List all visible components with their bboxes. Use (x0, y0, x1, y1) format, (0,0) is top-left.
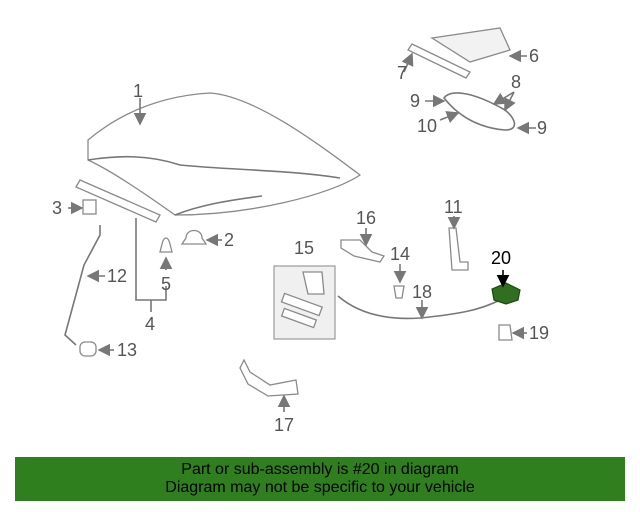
callout-5: 5 (161, 274, 171, 294)
retainer-part (393, 285, 405, 299)
support-rod-part (64, 225, 101, 346)
hood-part (87, 92, 362, 216)
lock-part (448, 227, 469, 271)
callout-14: 14 (390, 244, 410, 264)
seal-part (442, 92, 516, 131)
hinge-part (239, 358, 299, 397)
callout-19: 19 (529, 323, 549, 343)
louver-part (407, 27, 511, 79)
callout-2: 2 (224, 230, 234, 250)
highlighted-part-20 (491, 282, 521, 305)
hood-seal-part (75, 179, 161, 223)
callout-17: 17 (274, 415, 294, 435)
callout-10: 10 (417, 116, 437, 136)
callout-1: 1 (133, 81, 143, 101)
callout-13: 13 (117, 340, 137, 360)
stopper-part (498, 324, 513, 341)
clip-part (159, 237, 173, 253)
callout-12: 12 (107, 266, 127, 286)
callout-9b: 9 (537, 118, 547, 138)
callout-6: 6 (529, 46, 539, 66)
callout-20: 20 (491, 248, 511, 268)
bumper-part (180, 229, 208, 245)
callout-7: 7 (397, 63, 407, 83)
callout-3: 3 (52, 198, 62, 218)
callout-4: 4 (145, 314, 155, 334)
banner-line-2: Diagram may not be specific to your vehi… (165, 479, 475, 496)
cushion-part (82, 199, 97, 215)
bracket-part (340, 239, 386, 263)
callout-11: 11 (444, 197, 463, 217)
callout-8: 8 (511, 72, 521, 92)
callout-9a: 9 (410, 91, 420, 111)
release-kit-box (273, 265, 336, 340)
banner-line-1: Part or sub-assembly is #20 in diagram (181, 461, 459, 478)
info-banner: Part or sub-assembly is #20 in diagram D… (15, 457, 625, 501)
callout-15: 15 (294, 238, 314, 258)
callout-16: 16 (356, 208, 376, 228)
holder-part (79, 341, 97, 357)
callout-18: 18 (412, 282, 432, 302)
